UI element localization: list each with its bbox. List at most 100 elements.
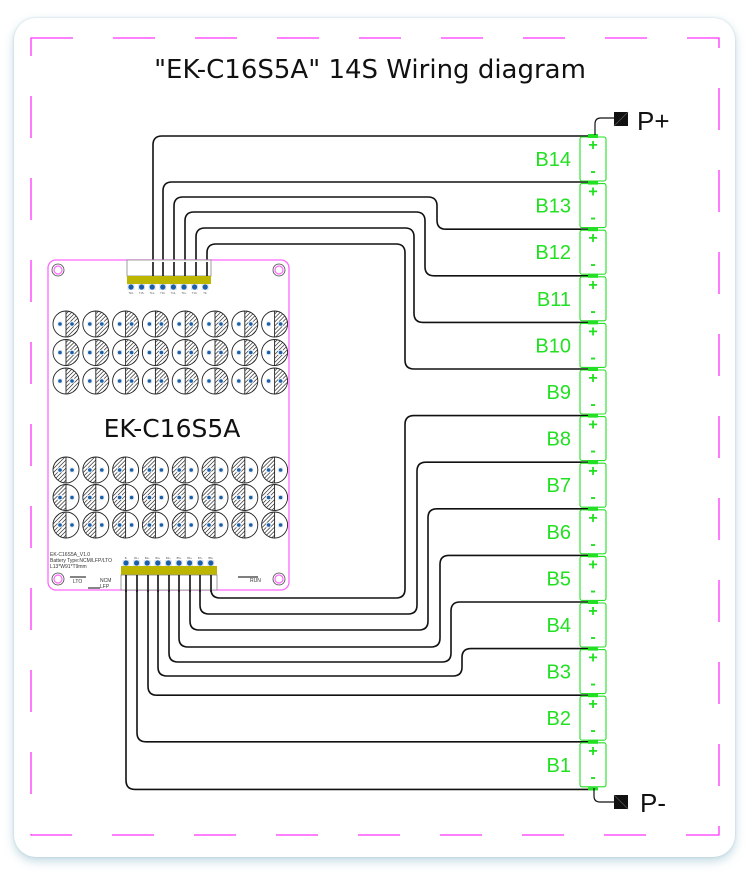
pad-dot xyxy=(147,523,152,527)
p-plus-lead xyxy=(594,117,614,135)
pad-dot xyxy=(278,379,283,383)
pad-dot xyxy=(117,468,122,472)
pad-dot xyxy=(117,495,122,500)
connector-pin xyxy=(165,560,171,566)
wire xyxy=(210,414,593,599)
pin-label: T12- xyxy=(171,291,176,295)
wires xyxy=(125,135,593,791)
battery-plus-sign: + xyxy=(588,696,597,713)
battery-plus-sign: + xyxy=(588,230,597,247)
pad-dot xyxy=(237,350,241,355)
mounting-hole xyxy=(272,263,286,277)
pad-dot xyxy=(266,523,271,527)
connector-pin xyxy=(192,284,198,290)
battery-label: B8 xyxy=(547,429,571,451)
battery-stack: +-B14+-B13+-B12+-B11+-B10+-B9+-B8+-B7+-B… xyxy=(535,134,607,791)
battery-label: B4 xyxy=(547,615,571,637)
battery-cell: +-B12 xyxy=(535,227,607,275)
pad-dot xyxy=(70,350,74,355)
battery-minus-sign: - xyxy=(590,536,595,553)
battery-minus-sign: - xyxy=(590,769,595,786)
pad-dot xyxy=(207,379,211,383)
battery-terminal-tab xyxy=(588,413,598,418)
bottom-connector-body xyxy=(121,566,217,575)
pad-dot xyxy=(189,379,193,383)
p-minus-lead xyxy=(593,788,614,803)
pad-dot xyxy=(219,379,223,383)
battery-cell: +-B14 xyxy=(535,134,607,182)
pad-dot xyxy=(88,350,92,355)
pad-dot xyxy=(147,495,152,500)
pad-dot xyxy=(237,495,241,500)
component-circle xyxy=(141,456,169,484)
pad-dot xyxy=(159,322,164,326)
wire xyxy=(189,508,593,631)
run-label: RUN xyxy=(250,578,261,584)
pad-dot xyxy=(88,322,92,326)
pad-dot xyxy=(189,468,193,472)
pad-dot xyxy=(100,523,104,527)
mounting-hole-ring xyxy=(274,265,284,275)
battery-minus-sign: - xyxy=(590,629,595,646)
wire xyxy=(184,211,593,277)
component-circle xyxy=(52,339,80,366)
battery-label: B13 xyxy=(535,196,571,218)
component-circle xyxy=(141,339,169,366)
pad-dot xyxy=(58,350,62,355)
pad-dot xyxy=(278,523,283,527)
pin-label: B- xyxy=(125,556,128,560)
battery-terminal-tab xyxy=(588,460,598,465)
battery-cell: +-B7 xyxy=(547,460,607,508)
battery-terminal-tab xyxy=(588,787,598,791)
connector-pin xyxy=(197,560,203,566)
connector-pin xyxy=(181,284,187,290)
pad-dot xyxy=(117,379,122,383)
component-circle xyxy=(231,456,259,484)
pad-dot xyxy=(189,523,193,527)
battery-plus-sign: + xyxy=(588,137,597,154)
battery-cell: +-B5 xyxy=(547,553,607,601)
battery-label: B11 xyxy=(537,289,571,311)
battery-terminal-tab xyxy=(588,553,598,558)
battery-terminal-tab xyxy=(588,646,598,651)
component-circle xyxy=(201,367,229,395)
pad-dot xyxy=(207,350,211,355)
component-circle xyxy=(231,339,259,366)
pad-dot xyxy=(100,350,104,355)
connector-pin xyxy=(149,284,155,290)
board-info-line: Battery Type:NCM/LFP/LTO xyxy=(50,558,112,564)
pad-dot xyxy=(100,379,104,383)
mounting-hole xyxy=(51,572,65,586)
pin-label: B2+ xyxy=(145,556,150,560)
top-connector-body xyxy=(127,276,211,284)
mounting-hole-ring xyxy=(53,265,63,275)
pad-dot xyxy=(219,322,223,326)
pad-dot xyxy=(159,468,164,472)
connector-pin xyxy=(128,284,134,290)
pad-dot xyxy=(159,379,164,383)
battery-plus-sign: + xyxy=(588,463,597,480)
battery-terminal-tab xyxy=(588,273,598,278)
battery-terminal-tab xyxy=(588,693,598,698)
battery-minus-sign: - xyxy=(590,443,595,460)
pin-label: T14- xyxy=(150,291,155,295)
battery-plus-sign: + xyxy=(588,650,597,667)
pad-dot xyxy=(147,322,152,326)
component-circle xyxy=(52,310,80,338)
battery-cell: +-B11 xyxy=(537,273,607,322)
pad-dot xyxy=(266,350,271,355)
battery-label: B7 xyxy=(547,475,571,497)
pad-dot xyxy=(147,350,152,355)
connector-pin xyxy=(144,560,150,566)
battery-cell: +-B1 xyxy=(547,739,607,788)
pad-dot xyxy=(177,468,181,472)
component-circle xyxy=(261,367,289,395)
pad-dot xyxy=(177,495,181,500)
component-circle xyxy=(171,456,199,484)
pad-dot xyxy=(177,379,181,383)
battery-label: B12 xyxy=(535,242,571,264)
battery-minus-sign: - xyxy=(590,676,595,693)
battery-plus-sign: + xyxy=(588,743,597,760)
pin-label: T10- xyxy=(192,291,197,295)
